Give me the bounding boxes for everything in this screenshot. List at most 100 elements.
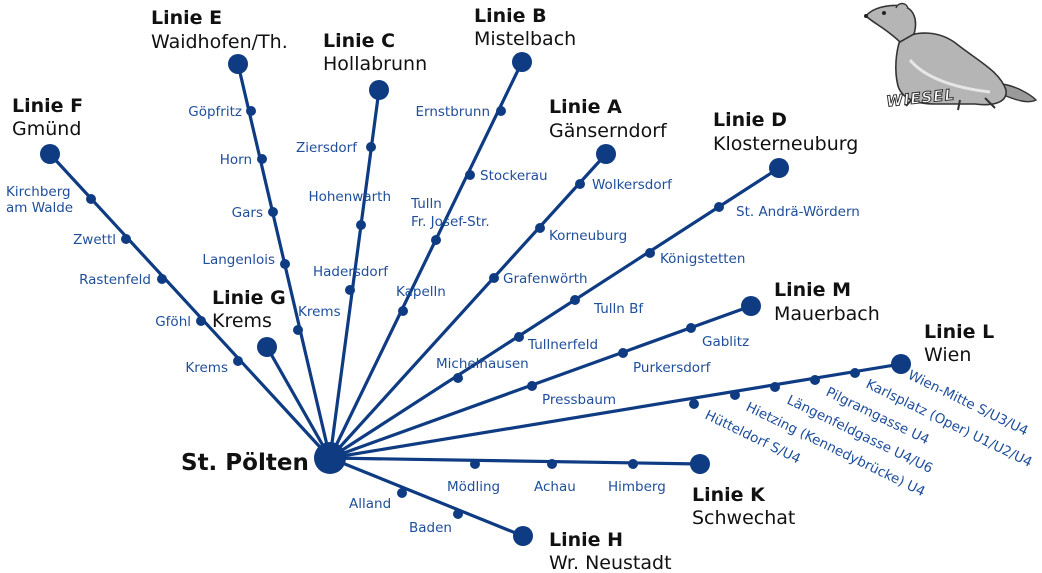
stop-dot — [496, 106, 506, 116]
stop-label: Wolkersdorf — [592, 177, 673, 193]
stop-label: Ernstbrunn — [415, 104, 490, 120]
stop-label: St. Andrä-Wördern — [736, 204, 860, 220]
stop-dot — [547, 459, 557, 469]
stop-dot — [280, 259, 290, 269]
stop-label: Hadersdorf — [313, 264, 389, 280]
stop-label: Gföhl — [155, 314, 191, 330]
line-m-destination: Mauerbach — [774, 303, 880, 325]
stop-label: Ziersdorf — [296, 140, 358, 156]
stop-dot — [686, 323, 696, 333]
stop-label: Kapelln — [396, 284, 446, 300]
stop-dot — [257, 154, 267, 164]
stop-label: Tullnerfeld — [527, 337, 598, 353]
line-c-destination: Hollabrunn — [323, 53, 427, 75]
stop-label: am Walde — [6, 200, 73, 216]
line-headers: Linie E Waidhofen/Th. Linie C Hollabrunn… — [12, 5, 994, 573]
stop-label: Tulln Bf — [593, 301, 644, 317]
route-line-l — [328, 362, 903, 460]
stop-dot — [397, 488, 407, 498]
stop-dot — [196, 316, 206, 326]
stop-dot — [770, 382, 780, 392]
terminal-dot-e — [228, 54, 248, 74]
line-c-name: Linie C — [323, 30, 395, 52]
stop-dot — [268, 207, 278, 217]
route-lines — [48, 60, 903, 538]
stop-label: Gars — [232, 205, 263, 221]
stop-dot — [246, 106, 256, 116]
stop-label: Königstetten — [660, 251, 745, 267]
stop-dot — [453, 373, 463, 383]
weasel-icon — [864, 2, 1038, 111]
line-h-name: Linie H — [549, 529, 623, 551]
stop-label: Hohenwarth — [308, 189, 391, 205]
stop-dot — [431, 235, 441, 245]
stop-label: Michelhausen — [436, 356, 529, 372]
stop-dot — [356, 220, 366, 230]
route-line-f — [48, 152, 332, 460]
stop-label: Rastenfeld — [79, 272, 151, 288]
stop-dot — [730, 390, 740, 400]
stop-label: Krems — [298, 304, 341, 320]
line-k-name: Linie K — [692, 484, 766, 506]
stop-label: Alland — [349, 496, 391, 512]
terminal-dot-l — [891, 354, 911, 374]
stop-dot — [465, 170, 475, 180]
stop-label: Stockerau — [480, 168, 548, 184]
stop-dot — [470, 459, 480, 469]
line-l-name: Linie L — [924, 321, 994, 343]
stop-dot — [689, 399, 699, 409]
line-d-destination: Klosterneuburg — [713, 133, 858, 155]
stop-dot — [527, 381, 537, 391]
stop-label: Achau — [534, 479, 576, 495]
stop-label: Baden — [409, 520, 452, 536]
line-e-name: Linie E — [151, 7, 222, 29]
terminal-dot-c — [369, 80, 389, 100]
stop-dot — [645, 248, 655, 258]
stop-label: Zwettl — [73, 232, 116, 248]
stop-dot — [86, 194, 96, 204]
line-a-destination: Gänserndorf — [549, 120, 668, 142]
stop-dot — [121, 234, 131, 244]
stop-label: Korneuburg — [549, 228, 627, 244]
terminal-dot-h — [513, 526, 533, 546]
line-g-name: Linie G — [212, 287, 286, 309]
terminal-dot-f — [40, 144, 60, 164]
stop-dot — [366, 142, 376, 152]
stop-label: Kirchberg — [6, 184, 71, 200]
line-l-destination: Wien — [924, 344, 971, 366]
route-line-a — [328, 152, 608, 460]
line-k-destination: Schwechat — [692, 507, 795, 529]
line-a-name: Linie A — [549, 96, 622, 118]
stop-dot — [398, 306, 408, 316]
stop-dot — [514, 332, 524, 342]
stop-dot — [535, 223, 545, 233]
line-d-name: Linie D — [713, 109, 787, 131]
stop-label: Mödling — [447, 479, 500, 495]
stop-dot — [618, 348, 628, 358]
stop-label: Göpfritz — [188, 104, 242, 120]
line-h-destination: Wr. Neustadt — [549, 552, 672, 573]
line-m-name: Linie M — [774, 279, 851, 301]
stop-dot — [575, 179, 585, 189]
weasel-logo: WIESEL — [864, 2, 1038, 111]
route-line-k — [328, 456, 702, 466]
stop-label: Fr. Josef-Str. — [411, 214, 490, 230]
stop-dot — [489, 273, 499, 283]
line-g-destination: Krems — [212, 310, 272, 332]
stop-dot — [810, 375, 820, 385]
stop-dot — [345, 285, 355, 295]
stop-label: Himberg — [608, 479, 666, 495]
stop-label: Langenlois — [202, 252, 275, 268]
stop-label: Horn — [220, 152, 252, 168]
stop-dot — [453, 509, 463, 519]
line-e-destination: Waidhofen/Th. — [151, 31, 288, 53]
stop-dots — [86, 106, 860, 519]
stop-dot — [570, 295, 580, 305]
hub-dot — [314, 442, 346, 474]
stop-label: Pressbaum — [542, 392, 616, 408]
stop-label: Krems — [185, 360, 228, 376]
logo-text: WIESEL — [885, 85, 955, 110]
terminal-dot-k — [690, 454, 710, 474]
stop-dot — [714, 202, 724, 212]
